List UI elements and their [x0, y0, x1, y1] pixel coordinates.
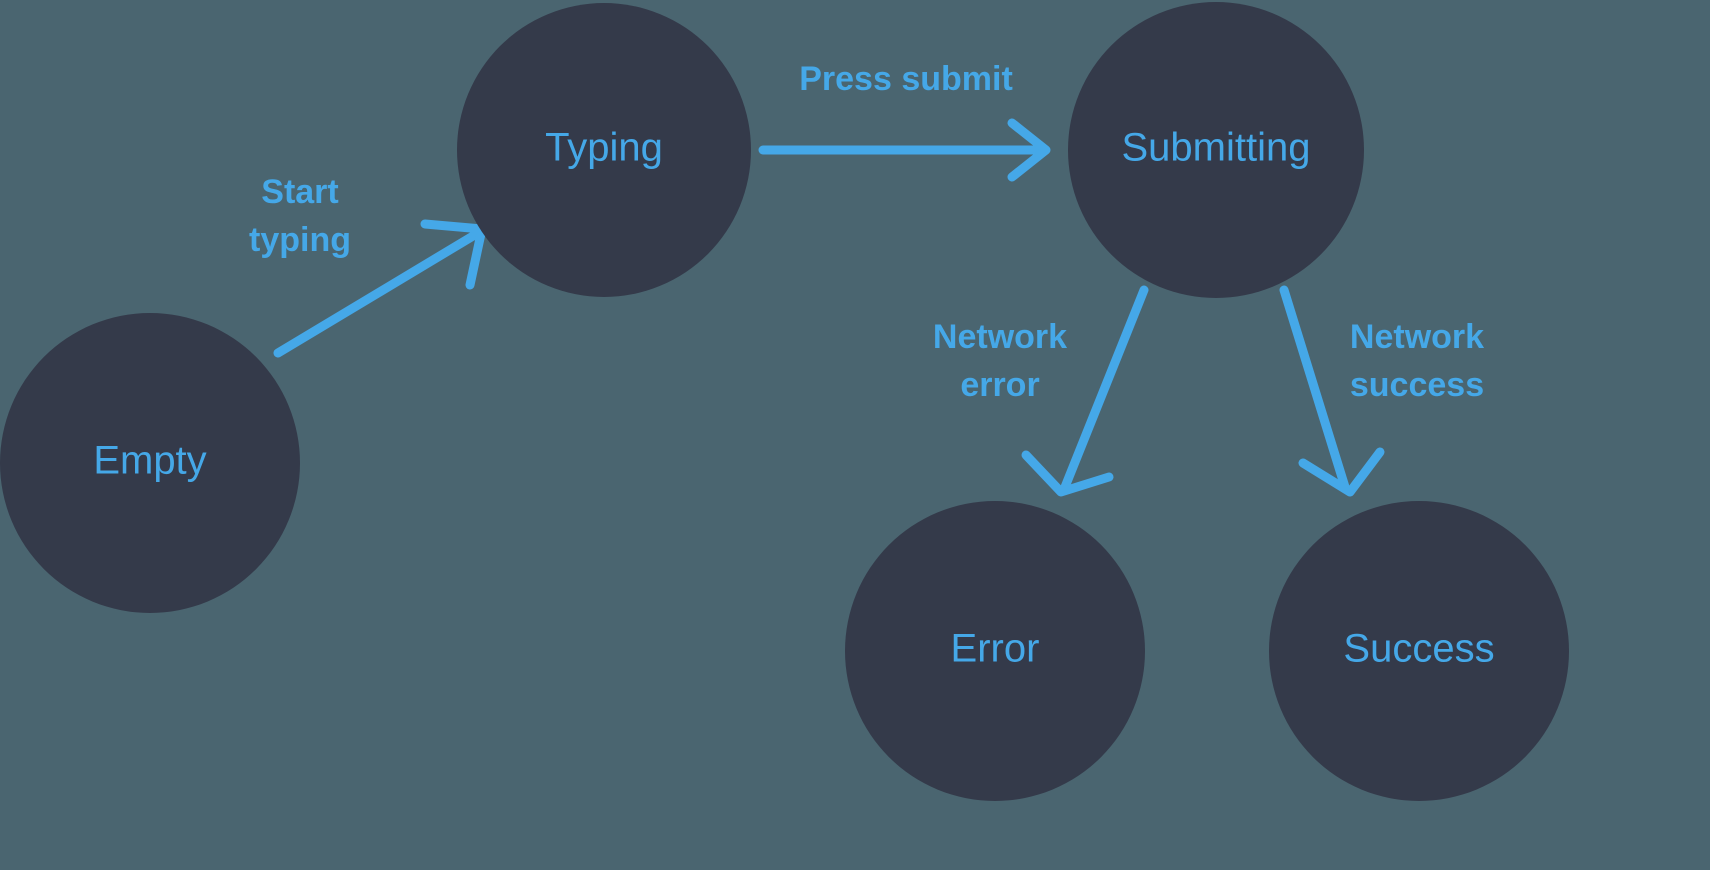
arrowhead-icon-typing-to-submitting [1007, 118, 1051, 182]
arrowhead-icon-submitting-to-error [1021, 450, 1114, 497]
edge-label-line: Start [261, 173, 338, 211]
edge-label-line: error [960, 366, 1039, 404]
edge-label-line: Press submit [799, 60, 1013, 98]
edge-line-empty-to-typing [273, 228, 483, 358]
arrowhead-icon-submitting-to-success [1298, 447, 1385, 497]
state-node-success[interactable]: Success [1269, 501, 1569, 801]
state-label-empty: Empty [93, 439, 206, 483]
state-node-error[interactable]: Error [845, 501, 1145, 801]
edge-typing-to-submitting [758, 118, 1051, 182]
state-label-submitting: Submitting [1122, 126, 1311, 170]
state-circle-error[interactable] [845, 501, 1145, 801]
edge-label-typing-to-submitting: Press submit [799, 60, 1013, 98]
state-circle-typing[interactable] [457, 3, 751, 297]
state-circle-submitting[interactable] [1068, 2, 1364, 298]
edge-label-line: Network [1350, 318, 1484, 356]
edge-label-line: success [1350, 366, 1484, 404]
edge-label-line: typing [249, 221, 351, 259]
edge-line-submitting-to-success [1279, 285, 1350, 492]
state-node-submitting[interactable]: Submitting [1068, 2, 1364, 298]
state-label-success: Success [1343, 627, 1494, 671]
edge-label-submitting-to-error: Network error [933, 318, 1067, 404]
edge-label-line: Network [933, 318, 1067, 356]
edge-submitting-to-error [1021, 285, 1149, 497]
state-circle-empty[interactable] [0, 313, 300, 613]
edge-line-submitting-to-error [1060, 285, 1149, 492]
edge-label-submitting-to-success: Network success [1350, 318, 1484, 404]
state-circle-success[interactable] [1269, 501, 1569, 801]
state-node-typing[interactable]: Typing [457, 3, 751, 297]
state-label-error: Error [951, 627, 1040, 671]
edge-label-empty-to-typing: Start typing [249, 173, 351, 259]
state-node-empty[interactable]: Empty [0, 313, 300, 613]
edge-submitting-to-success [1279, 285, 1385, 497]
state-label-typing: Typing [545, 126, 663, 170]
edges-layer [273, 118, 1385, 497]
